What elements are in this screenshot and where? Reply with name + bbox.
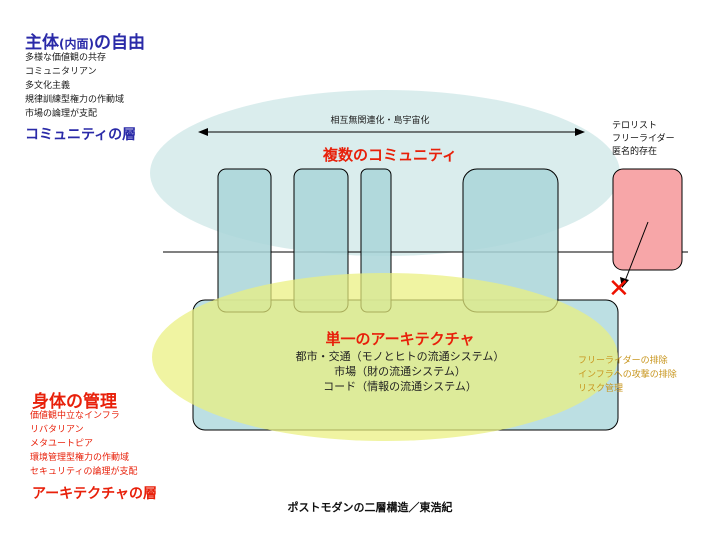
isolation-arrow-left-head [198,128,208,136]
list-item: リスク管理 [578,384,624,394]
architecture-layer-label: アーキテクチャの層 [32,486,158,502]
community-layer-label: コミュニティの層 [25,127,137,143]
subject-freedom-title: 主体(内面)の自由 [25,33,145,53]
list-item: 都市・交通（モノとヒトの流通システム） [295,350,505,363]
exclusion-list: フリーライダーの排除 インフラへの攻撃の排除 リスク管理 [578,354,677,396]
list-item: 市場（財の流通システム） [334,365,466,378]
exclusion-arrow [624,221,649,282]
exclusion-arrow-head [620,277,629,288]
architecture-ellipse [152,273,618,441]
architecture-title: 単一のアーキテクチャ [325,330,475,348]
list-item: コード（情報の流通システム） [323,380,477,393]
isolation-label: 相互無関連化・島宇宙化 [330,116,430,126]
list-item: 規律訓練型権力の作動域 [25,95,125,105]
list-item: リバタリアン [30,425,84,435]
list-item: フリーライダーの排除 [578,356,668,366]
list-item: メタユートピア [30,439,94,449]
list-item: 環境管理型権力の作動域 [30,453,130,463]
outsider-list: テロリスト フリーライダー 匿名的存在 [612,120,675,159]
list-item: 匿名的存在 [612,147,658,157]
body-management-title: 身体の管理 [32,392,117,412]
outsider-box [612,168,683,271]
architecture-list: 都市・交通（モノとヒトの流通システム） 市場（財の流通システム） コード（情報の… [260,349,540,394]
list-item: セキュリティの論理が支配 [30,467,138,477]
exclusion-mark-icon: ✕ [608,274,630,304]
list-item: 多文化主義 [25,81,71,91]
list-item: フリーライダー [612,134,675,144]
isolation-arrow-right-head [575,128,585,136]
community-traits-list: 多様な価値観の共存 コミュニタリアン 多文化主義 規律訓練型権力の作動域 市場の… [25,51,124,121]
architecture-traits-list: 価値観中立なインフラ リバタリアン メタユートピア 環境管理型権力の作動域 セキ… [30,409,137,479]
diagram-caption: ポストモダンの二層構造／東浩紀 [287,501,453,514]
community-title: 複数のコミュニティ [322,146,458,164]
list-item: インフラへの攻撃の排除 [578,370,677,380]
list-item: コミュニタリアン [25,67,97,77]
list-item: 市場の論理が支配 [25,109,98,119]
list-item: 多様な価値観の共存 [25,53,107,63]
list-item: 価値観中立なインフラ [30,411,120,421]
list-item: テロリスト [612,121,658,131]
